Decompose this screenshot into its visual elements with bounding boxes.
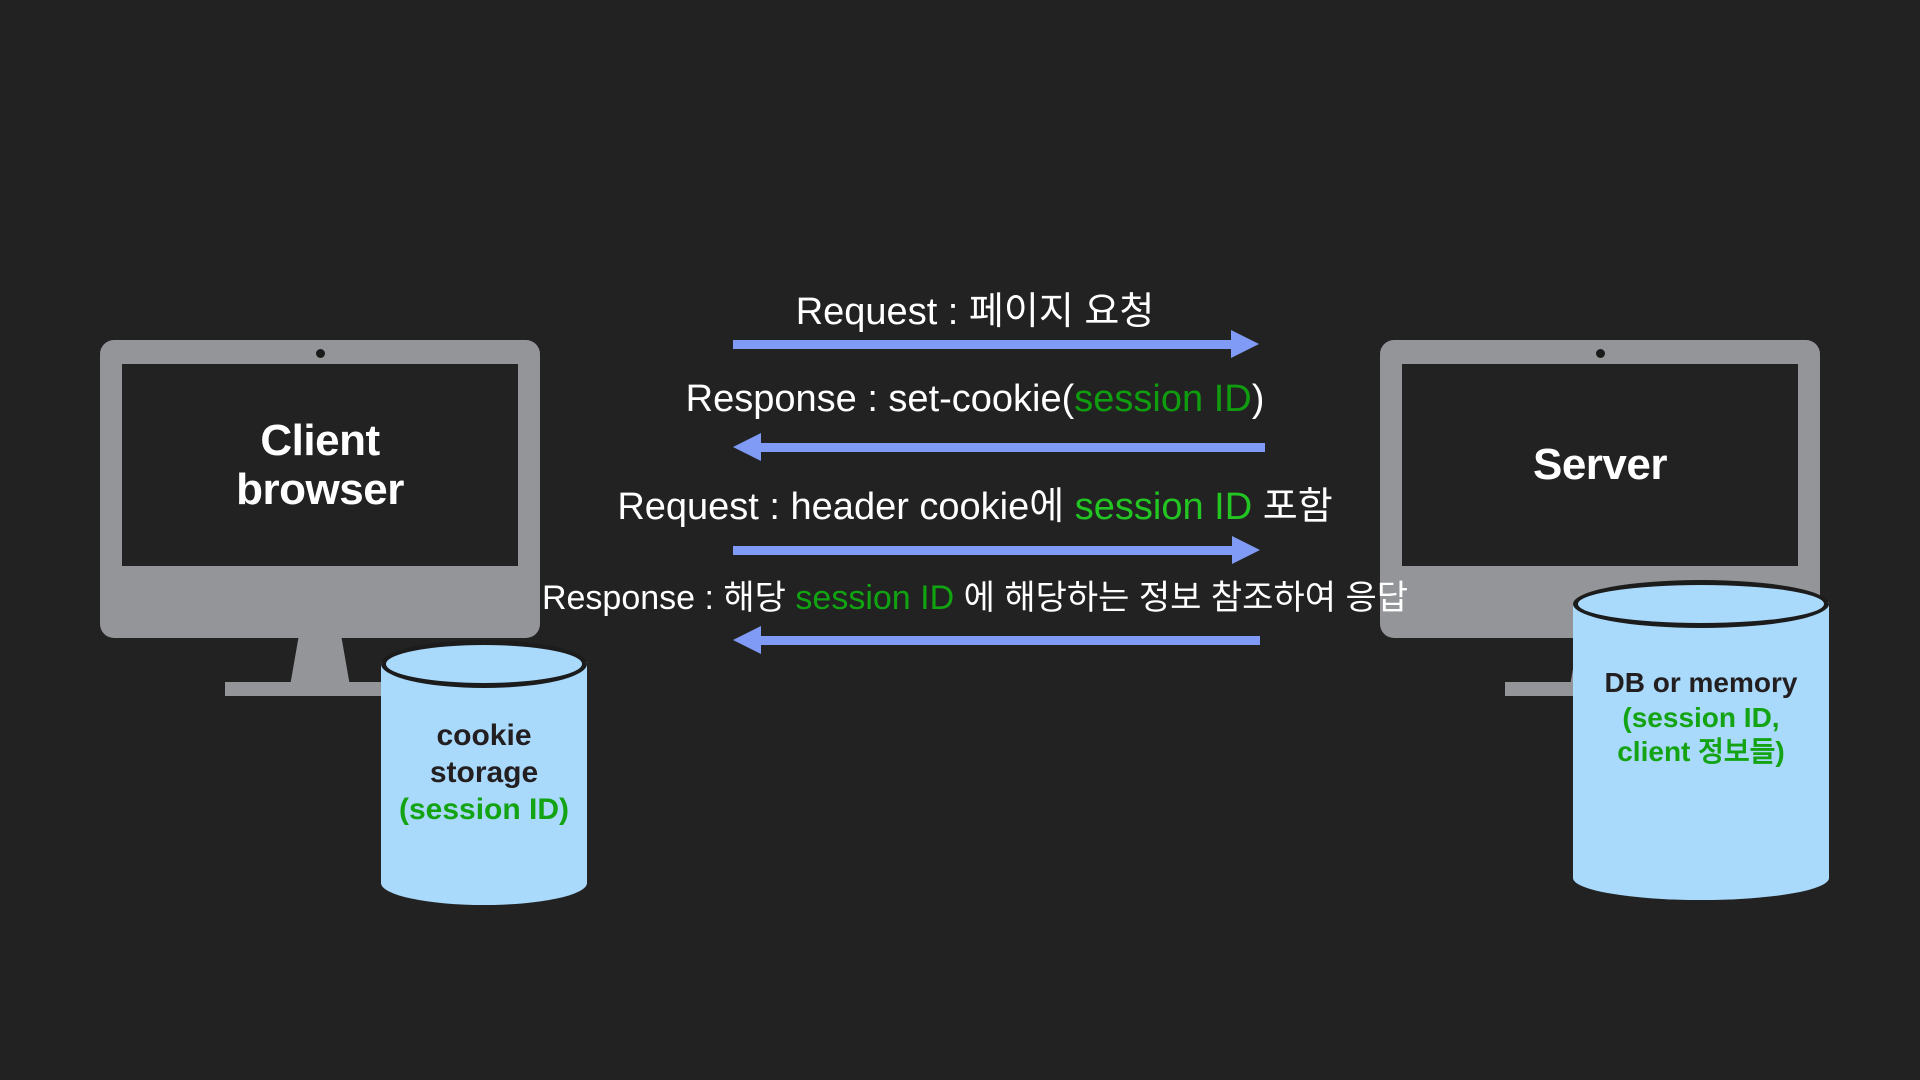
flow-4-arrow-shaft: [759, 636, 1260, 645]
flow-2-arrow-left: [733, 433, 1265, 461]
server-db-cylinder: DB or memory (session ID, client 정보들): [1573, 580, 1829, 900]
client-screen-text: Client browser: [236, 416, 404, 515]
flow-4-label: Response : 해당 session ID 에 해당하는 정보 참조하여 …: [542, 570, 1408, 619]
flow-3-arrow-shaft: [733, 546, 1234, 555]
client-monitor-neck: [290, 638, 350, 686]
client-monitor-base: [225, 682, 415, 696]
server-webcam-icon: [1595, 349, 1605, 358]
flow-2-arrow-head: [733, 433, 761, 461]
flow-3-text-suffix: 포함: [1252, 486, 1333, 528]
cookie-storage-cylinder-top: [381, 640, 587, 688]
server-db-cylinder-body: [1573, 602, 1829, 878]
server-monitor-screen: Server: [1402, 364, 1798, 566]
server-screen-text: Server: [1532, 440, 1668, 490]
client-monitor: Client browser: [100, 340, 540, 700]
flow-3-text-session-id: session ID: [1074, 486, 1253, 528]
flow-1-arrow-shaft: [733, 340, 1233, 349]
client-monitor-bezel: Client browser: [100, 340, 540, 638]
flow-1-text: Request : 페이지 요청: [795, 291, 1155, 333]
cookie-storage-cylinder: cookie storage (session ID): [381, 640, 587, 905]
flow-3-label: Request : header cookie에 session ID 포함: [617, 475, 1332, 530]
flow-2-text-suffix: ): [1251, 378, 1265, 420]
flow-1-label: Request : 페이지 요청: [796, 280, 1155, 335]
server-db-cylinder-top: [1573, 580, 1829, 628]
flow-4-text-session-id: session ID: [795, 579, 955, 617]
flow-2-arrow-shaft: [759, 443, 1265, 452]
flow-4-arrow-head: [733, 626, 761, 654]
flow-3-arrow-head: [1232, 536, 1260, 564]
flow-4-text-suffix: 에 해당하는 정보 참조하여 응답: [954, 579, 1409, 617]
flow-2-text-session-id: session ID: [1074, 378, 1252, 420]
flow-1-arrow-head: [1231, 330, 1259, 358]
flow-4-arrow-left: [733, 626, 1260, 654]
client-label-line2: browser: [236, 465, 404, 514]
flow-2-label: Response : set-cookie(session ID): [686, 378, 1265, 421]
flow-3-arrow-right: [733, 536, 1260, 564]
cookie-storage-cylinder-body: [381, 662, 587, 883]
client-monitor-screen: Client browser: [122, 364, 518, 566]
flow-2-text-prefix: Response : set-cookie(: [685, 378, 1075, 420]
flow-1-arrow-right: [733, 330, 1259, 358]
client-label-line1: Client: [260, 415, 380, 465]
client-webcam-icon: [315, 349, 325, 358]
flow-3-text-prefix: Request : header cookie에: [617, 486, 1075, 528]
flow-4-text-prefix: Response : 해당: [541, 579, 796, 617]
